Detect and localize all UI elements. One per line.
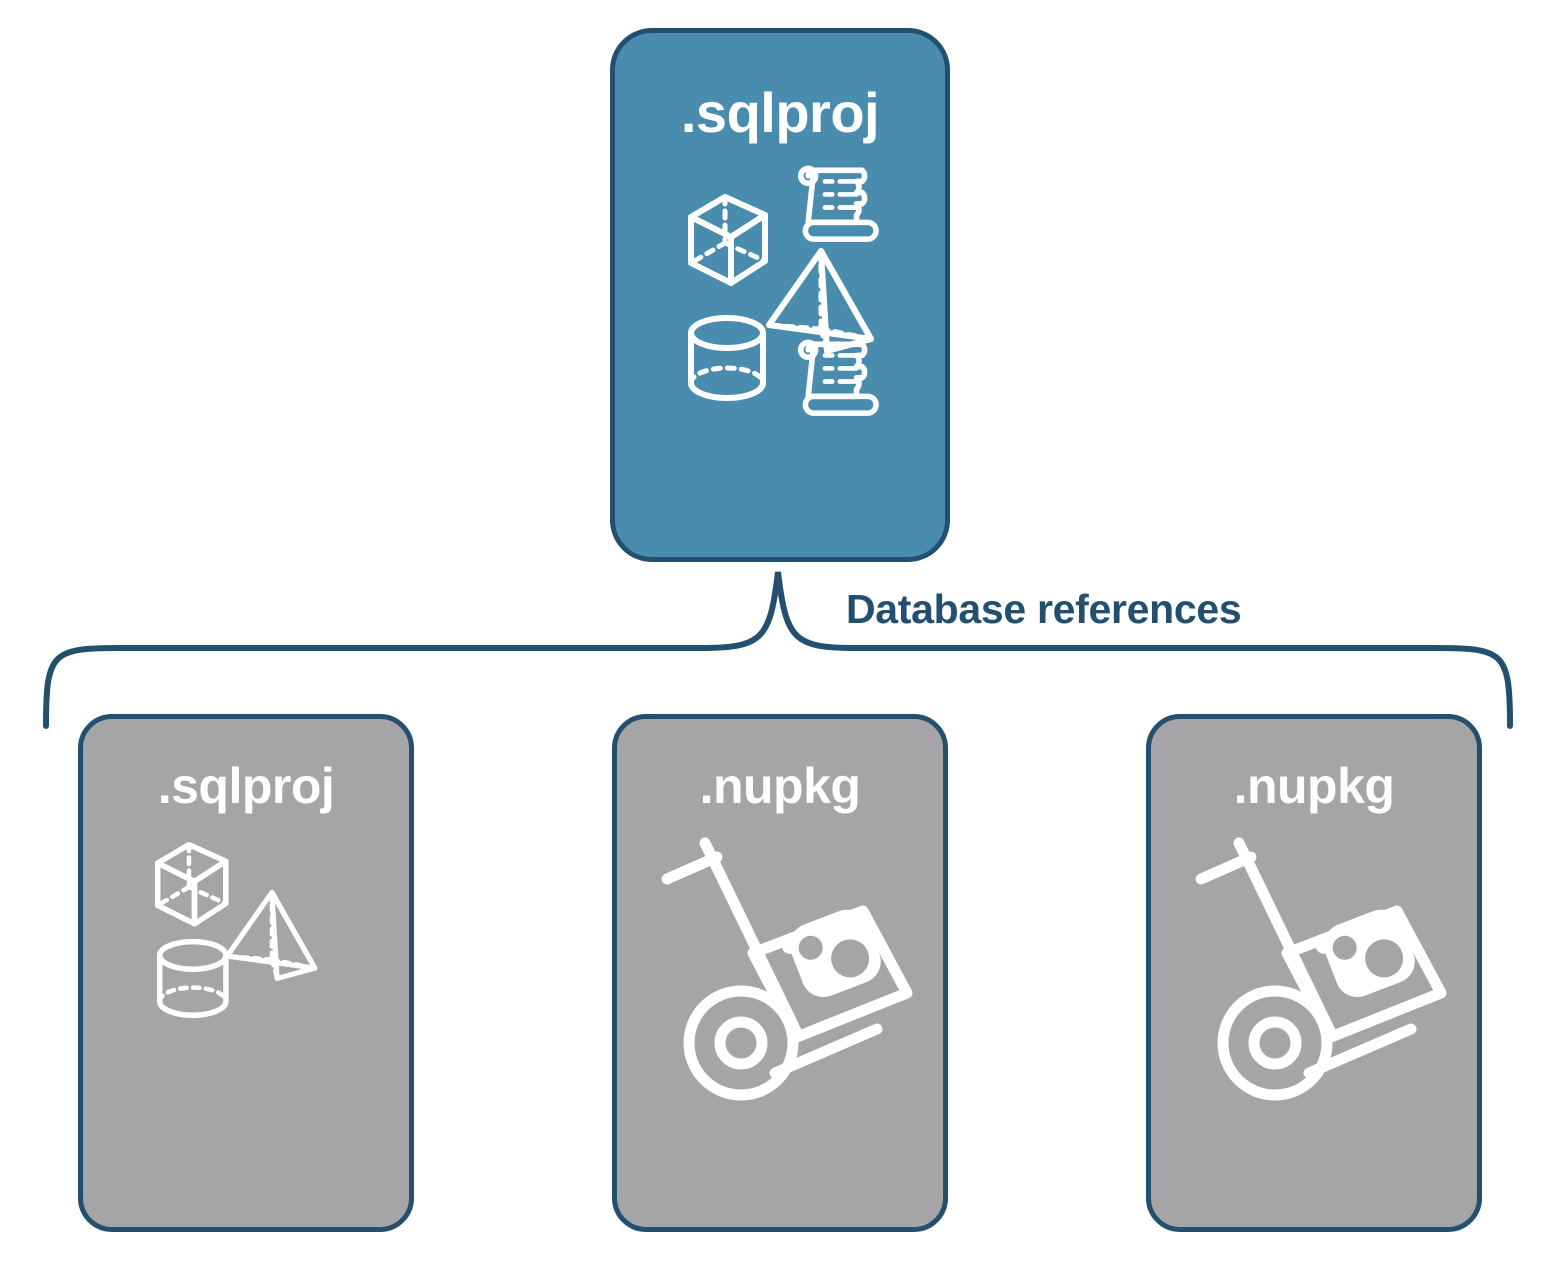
nuget-logo-cutouts [798,935,870,978]
pyramid-icon [224,889,318,982]
cube-icon [154,841,229,927]
node-child-2-label: .nupkg [1233,758,1395,814]
cube-icon [688,194,768,286]
node-child-nupkg-1[interactable]: .nupkg [612,714,948,1232]
node-child-sqlproj[interactable]: .sqlproj [78,714,414,1232]
pyramid-icon [766,248,874,354]
node-root-sqlproj[interactable]: .sqlproj [610,28,950,562]
brace-caption-label: Database references [846,586,1242,632]
scroll-icon [797,165,879,242]
nuget-logo-cutouts [1332,935,1404,978]
node-child-0-artwork [146,833,346,1043]
node-root-label: .sqlproj [680,81,880,144]
node-root-artwork [665,155,895,425]
node-child-1-artwork [645,833,915,1103]
cylinder-icon [688,315,766,401]
scroll-icon [797,339,879,416]
cylinder-icon [156,938,229,1018]
node-child-2-artwork [1179,833,1449,1103]
node-child-0-label: .sqlproj [157,758,335,814]
node-child-1-label: .nupkg [699,758,861,814]
node-child-nupkg-2[interactable]: .nupkg [1146,714,1482,1232]
